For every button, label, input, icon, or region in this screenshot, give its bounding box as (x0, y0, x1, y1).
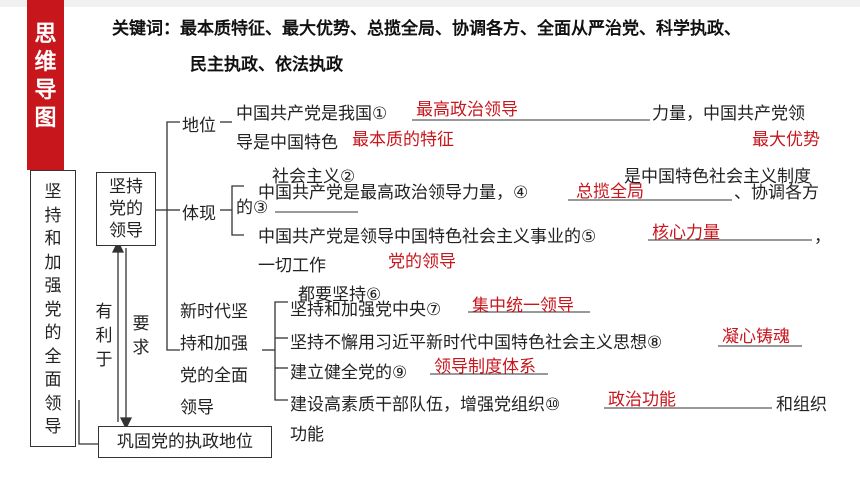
answer-6: 党的领导 (388, 252, 456, 272)
new-era-text-4a: 建设高素质干部队伍，增强党组织⑩ (290, 395, 561, 415)
branch-line: 持和加强 (180, 334, 248, 354)
char: 要 (132, 314, 150, 334)
branch-line: 新时代坚 (180, 302, 248, 322)
answer-4: 总揽全局 (576, 182, 644, 202)
answer-10: 政治功能 (608, 390, 676, 410)
new-era-text-2: 坚持不懈用习近平新时代中国特色社会主义思想⑧ (290, 333, 663, 353)
branch-line: 党的全面 (180, 366, 248, 386)
new-era-text-1: 坚持和加强党中央⑦ (290, 300, 442, 320)
status-text-3b: 是中国特色社会主义制度 (624, 167, 811, 187)
char: 领 (44, 393, 62, 414)
status-text-2a: 导是中国特色 (236, 133, 338, 153)
new-era-text-3: 建立健全党的⑨ (290, 363, 408, 383)
manifest-text-4: 都要坚持⑥ (298, 285, 382, 305)
new-era-text-5: 功能 (290, 425, 324, 445)
keywords-line-2: 民主执政、依法执政 (190, 55, 343, 75)
answer-1: 最高政治领导 (416, 100, 518, 120)
box-label: 巩固党的执政地位 (117, 432, 253, 452)
char: 党 (44, 299, 62, 320)
box-line: 党的 (109, 199, 143, 219)
char: 于 (95, 350, 113, 370)
char: 求 (132, 338, 150, 358)
mind-map-tag: 思 维 导 图 (27, 0, 64, 170)
manifest-text-1a: 中国共产党是最高政治领导力量，④ (258, 183, 529, 203)
char: 和 (44, 229, 62, 249)
char: 强 (44, 276, 62, 296)
branch-status: 地位 (182, 116, 216, 136)
branch-new-era: 新时代坚 持和加强 党的全面 领导 (180, 296, 248, 424)
manifest-text-1b: 、协调各方 (734, 183, 819, 203)
main-topic-text: 坚 持 和 加 强 党 的 全 面 领 导 (43, 181, 63, 440)
new-era-text-4b: 和组织 (776, 395, 827, 415)
answer-2: 最本质的特征 (352, 130, 454, 150)
keywords-line-1: 关键词：最本质特征、最大优势、总揽全局、协调各方、全面从严治党、科学执政、 (112, 19, 741, 39)
arrow-label-requires: 要 求 (131, 312, 151, 360)
tag-char: 维 (34, 50, 57, 75)
answer-7: 集中统一领导 (472, 296, 574, 316)
answer-5: 核心力量 (652, 223, 720, 243)
box-line: 领导 (109, 221, 143, 241)
arrow-label-beneficial: 有 利 于 (94, 300, 114, 372)
char: 加 (44, 252, 62, 273)
char: 坚 (44, 182, 62, 202)
box-line: 坚持 (109, 177, 143, 197)
status-text-1b: 力量，中国共产党领 (652, 104, 805, 124)
char: 面 (44, 370, 62, 390)
status-text-1a: 中国共产党是我国① (236, 104, 388, 124)
char: 持 (44, 205, 62, 226)
branch-line: 领导 (180, 398, 214, 418)
answer-9: 领导制度体系 (434, 357, 536, 377)
char: 全 (44, 346, 62, 367)
char: 利 (95, 326, 113, 346)
top-bar (0, 0, 860, 7)
answer-8: 凝心铸魂 (722, 327, 790, 347)
tag-char: 思 (34, 22, 57, 47)
tag-char: 导 (34, 78, 57, 103)
manifest-text-3: 一切工作 (258, 256, 326, 276)
answer-3: 最大优势 (752, 130, 820, 150)
consolidate-ruling-status-box: 巩固党的执政地位 (98, 426, 272, 458)
main-topic-box: 坚 持 和 加 强 党 的 全 面 领 导 (30, 170, 76, 447)
tag-char: 图 (34, 106, 57, 131)
uphold-party-leadership-box: 坚持 党的 领导 (96, 172, 156, 246)
status-text-3: 社会主义② (272, 167, 356, 187)
branch-manifestation: 体现 (182, 204, 216, 224)
manifest-text-2b: ， (814, 227, 831, 247)
char: 的 (44, 323, 62, 343)
char: 导 (44, 417, 62, 437)
char: 有 (95, 302, 113, 322)
status-text-4: 的③ (236, 198, 269, 218)
manifest-text-2a: 中国共产党是领导中国特色社会主义事业的⑤ (258, 227, 597, 247)
